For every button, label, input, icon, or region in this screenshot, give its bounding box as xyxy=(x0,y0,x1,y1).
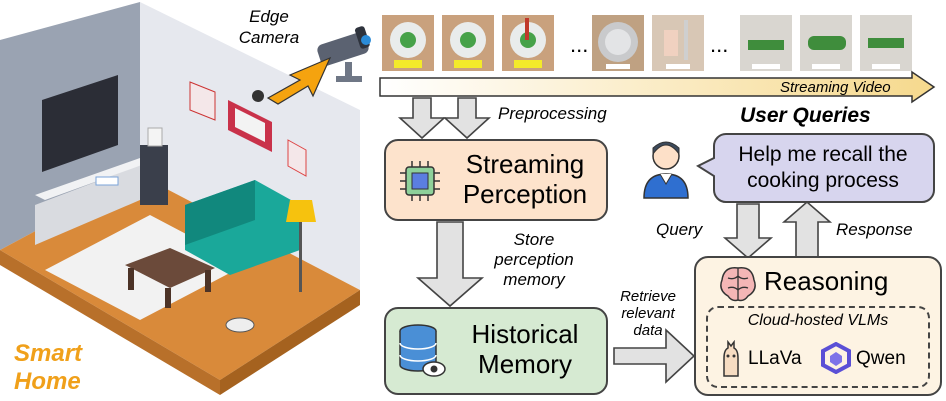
llava-label: LLaVa xyxy=(748,348,802,369)
qwen-icon xyxy=(821,342,851,374)
user-queries-title: User Queries xyxy=(740,104,871,127)
response-label: Response xyxy=(836,220,913,239)
floor-edge-left xyxy=(0,250,220,395)
preprocess-arrow-2 xyxy=(442,97,492,140)
streaming-video-label: Streaming Video xyxy=(780,79,891,96)
frame-4 xyxy=(592,15,644,71)
qwen-label: Qwen xyxy=(856,348,906,369)
query-line1: Help me recall the xyxy=(738,143,908,166)
smart-home-label-line1: Smart xyxy=(14,340,83,367)
response-arrow xyxy=(781,200,833,259)
memory-line2: Memory xyxy=(478,349,572,379)
perception-line2: Perception xyxy=(462,179,588,209)
ellipsis-2: ... xyxy=(710,32,729,57)
retrieve-label: Retrieve relevant data xyxy=(614,288,682,339)
smart-home-label: Smart Home xyxy=(14,340,82,396)
robot-vacuum xyxy=(225,317,255,333)
store-memory-label: Store perception memory xyxy=(488,230,580,290)
edge-camera-label: Edge Camera xyxy=(232,6,306,48)
floor-edge-right xyxy=(220,290,360,395)
water-dispenser xyxy=(140,145,168,205)
llama-icon xyxy=(723,340,739,377)
query-arrow xyxy=(722,203,774,260)
streaming-perception-label: Streaming Perception xyxy=(450,149,600,209)
memory-line1: Historical xyxy=(471,319,579,349)
retrieve-line3: data xyxy=(633,322,663,339)
edge-camera-label-line2: Camera xyxy=(238,28,300,47)
perception-line1: Streaming xyxy=(465,149,585,179)
frame-3 xyxy=(502,15,554,71)
cloud-vlm-box: Cloud-hosted VLMs LLaVa Qwen xyxy=(706,306,930,388)
preprocessing-label: Preprocessing xyxy=(498,104,607,123)
query-label: Query xyxy=(656,220,703,239)
floor-lamp xyxy=(286,200,316,222)
frame-7 xyxy=(800,15,852,71)
query-bubble xyxy=(696,133,935,203)
coffee-table xyxy=(125,248,215,288)
reasoning-box: Reasoning Cloud-hosted VLMs LLaVa Qwen xyxy=(694,256,942,396)
retrieve-arrow xyxy=(613,328,696,384)
frame-1 xyxy=(382,15,434,71)
edge-camera-label-line1: Edge xyxy=(249,7,289,26)
store-line3: memory xyxy=(503,270,565,289)
smart-home-label-line2: Home xyxy=(14,368,81,395)
painting-1 xyxy=(189,81,216,121)
frame-6 xyxy=(740,15,792,71)
query-text: Help me recall the cooking process xyxy=(718,142,928,194)
historical-memory-label: Historical Memory xyxy=(450,319,600,379)
painting-3 xyxy=(287,139,307,177)
ellipsis-1: ... xyxy=(570,32,589,57)
wall-sensor xyxy=(252,90,264,102)
router xyxy=(95,176,119,186)
store-memory-arrow xyxy=(415,221,485,308)
store-line1: Store xyxy=(513,230,555,249)
retrieve-line2: relevant xyxy=(621,305,675,322)
tv xyxy=(42,75,118,172)
query-line2: cooking process xyxy=(747,169,899,192)
frame-2 xyxy=(442,15,494,71)
historical-memory-box: Historical Memory xyxy=(384,307,608,395)
streaming-video-arrow xyxy=(379,70,936,104)
preprocess-arrow-1 xyxy=(397,97,447,140)
frame-5 xyxy=(652,15,704,71)
chip-icon xyxy=(400,161,440,201)
brain-icon xyxy=(720,267,756,302)
streaming-perception-box: Streaming Perception xyxy=(384,139,608,221)
frame-8 xyxy=(860,15,912,71)
cloud-vlm-label: Cloud-hosted VLMs xyxy=(747,312,889,329)
retrieve-line1: Retrieve xyxy=(620,288,676,305)
database-icon xyxy=(399,324,446,377)
reasoning-label: Reasoning xyxy=(764,266,889,296)
user-icon xyxy=(643,141,689,199)
store-line2: perception xyxy=(494,250,574,269)
